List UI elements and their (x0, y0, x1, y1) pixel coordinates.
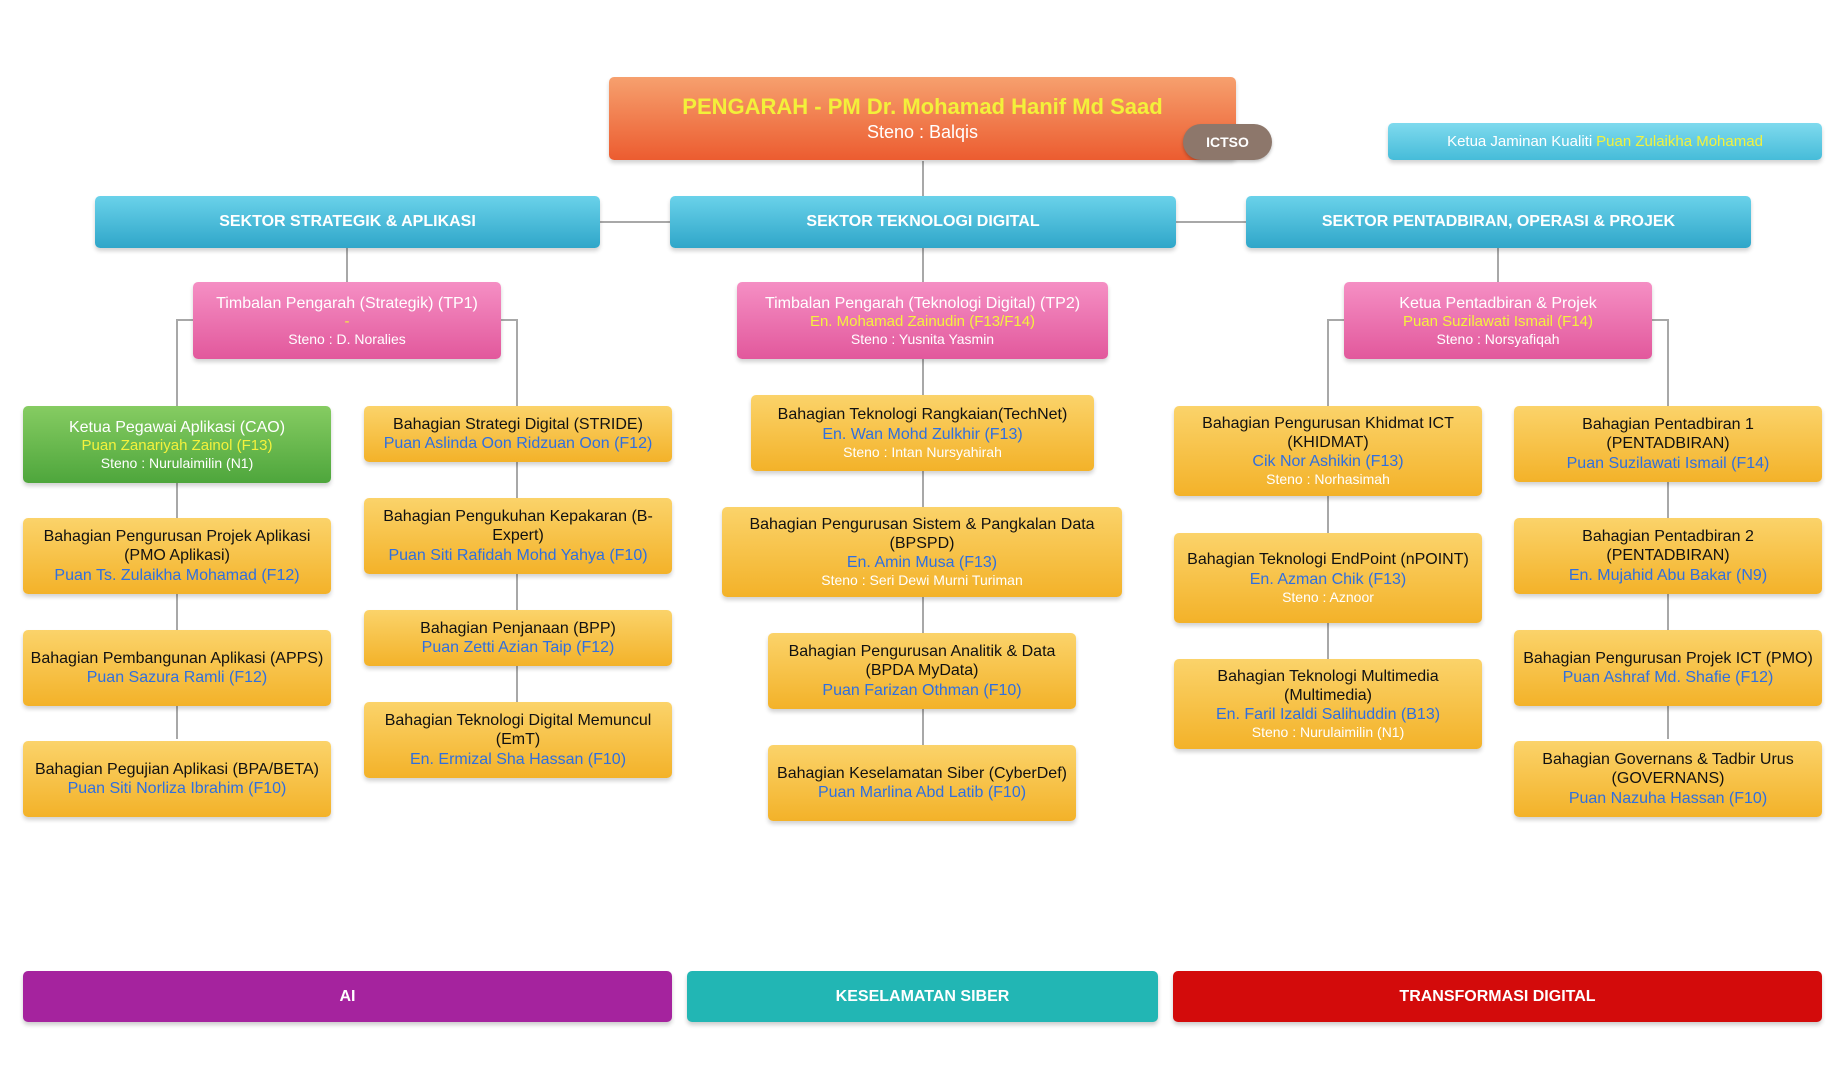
unit-box: Bahagian Pengurusan Projek Aplikasi (PMO… (23, 518, 331, 594)
unit-title: Bahagian Pengurusan Projek Aplikasi (PMO… (43, 528, 311, 565)
unit-head: Puan Marlina Abd Latib (F10) (817, 784, 1027, 801)
deputy-title: Ketua Pentadbiran & Projek (1399, 294, 1597, 312)
unit-box: Bahagian Teknologi Rangkaian(TechNet) En… (751, 395, 1094, 471)
unit-title: Bahagian Pengukuhan Kepakaran (B-Expert) (383, 508, 653, 545)
deputy-title: Timbalan Pengarah (Teknologi Digital) (T… (764, 294, 1081, 312)
unit-steno: Steno : Nurulaimilin (N1) (1251, 724, 1405, 741)
sector-pentadbiran: SEKTOR PENTADBIRAN, OPERASI & PROJEK (1246, 196, 1751, 248)
unit-box: Bahagian Teknologi EndPoint (nPOINT) En.… (1174, 533, 1482, 623)
unit-steno: Steno : Seri Dewi Murni Turiman (821, 572, 1023, 589)
quality-lead-box: Ketua Jaminan Kualiti Puan Zulaikha Moha… (1388, 123, 1822, 160)
unit-title: Bahagian Penjanaan (BPP) (420, 619, 616, 637)
unit-title: Bahagian Governans & Tadbir Urus (GOVERN… (1542, 751, 1794, 788)
unit-head: Puan Nazuha Hassan (F10) (1568, 789, 1768, 807)
unit-title: Bahagian Pengurusan Projek ICT (PMO) (1523, 649, 1813, 667)
unit-title: Bahagian Teknologi Multimedia (Multimedi… (1217, 667, 1439, 704)
unit-head: Puan Ashraf Md. Shafie (F12) (1562, 669, 1774, 686)
unit-head: En. Ermizal Sha Hassan (F10) (409, 750, 627, 768)
unit-title: Bahagian Pengurusan Analitik & Data (BPD… (788, 643, 1056, 680)
unit-head: Puan Farizan Othman (F10) (822, 681, 1022, 699)
unit-box: Bahagian Pentadbiran 2 (PENTADBIRAN) En.… (1514, 518, 1822, 594)
unit-box-cao: Ketua Pegawai Aplikasi (CAO) Puan Zanari… (23, 406, 331, 483)
unit-title: Bahagian Pengurusan Sistem & Pangkalan D… (749, 515, 1095, 552)
unit-title: Bahagian Pentadbiran 1 (PENTADBIRAN) (1582, 416, 1754, 453)
unit-title: Ketua Pegawai Aplikasi (CAO) (68, 418, 286, 436)
footer-keselamatan-siber: KESELAMATAN SIBER (687, 971, 1158, 1022)
unit-box: Bahagian Pengurusan Sistem & Pangkalan D… (722, 507, 1122, 597)
deputy-box-1: Timbalan Pengarah (Strategik) (TP1) - St… (193, 282, 501, 359)
unit-box: Bahagian Pengukuhan Kepakaran (B-Expert)… (364, 498, 672, 574)
unit-title: Bahagian Teknologi Digital Memuncul (EmT… (384, 712, 652, 749)
unit-box: Bahagian Governans & Tadbir Urus (GOVERN… (1514, 741, 1822, 817)
sector-strategik: SEKTOR STRATEGIK & APLIKASI (95, 196, 600, 248)
unit-box: Bahagian Penjanaan (BPP) Puan Zetti Azia… (364, 610, 672, 666)
unit-title: Bahagian Keselamatan Siber (CyberDef) (777, 764, 1067, 782)
unit-title: Bahagian Strategi Digital (STRIDE) (393, 415, 643, 433)
unit-box: Bahagian Pengurusan Khidmat ICT (KHIDMAT… (1174, 406, 1482, 496)
unit-box: Bahagian Pembangunan Aplikasi (APPS) Pua… (23, 630, 331, 706)
deputy-name: Puan Suzilawati Ismail (F14) (1402, 312, 1594, 330)
unit-box: Bahagian Keselamatan Siber (CyberDef) Pu… (768, 745, 1076, 821)
deputy-steno: Steno : Norsyafiqah (1436, 330, 1560, 347)
unit-head: Puan Zanariyah Zainol (F13) (81, 436, 273, 454)
unit-head: Cik Nor Ashikin (F13) (1252, 453, 1404, 471)
unit-box: Bahagian Teknologi Multimedia (Multimedi… (1174, 659, 1482, 749)
unit-title: Bahagian Pentadbiran 2 (PENTADBIRAN) (1582, 528, 1754, 565)
unit-head: Puan Siti Norliza Ibrahim (F10) (67, 780, 287, 797)
unit-head: Puan Zetti Azian Taip (F12) (421, 639, 615, 656)
unit-head: Puan Ts. Zulaikha Mohamad (F12) (54, 566, 300, 584)
quality-lead-label: Ketua Jaminan Kualiti (1447, 132, 1593, 150)
unit-title: Bahagian Pegujian Aplikasi (BPA/BETA) (34, 760, 319, 778)
deputy-box-3: Ketua Pentadbiran & Projek Puan Suzilawa… (1344, 282, 1652, 359)
footer-ai: AI (23, 971, 672, 1022)
deputy-steno: Steno : Yusnita Yasmin (850, 330, 995, 347)
unit-title: Bahagian Pengurusan Khidmat ICT (KHIDMAT… (1202, 414, 1454, 451)
unit-head: En. Faril Izaldi Salihuddin (B13) (1215, 706, 1441, 724)
unit-title: Bahagian Pembangunan Aplikasi (APPS) (30, 649, 324, 667)
unit-head: Puan Suzilawati Ismail (F14) (1566, 454, 1770, 472)
unit-steno: Steno : Norhasimah (1266, 471, 1390, 488)
unit-head: En. Amin Musa (F13) (846, 554, 998, 572)
unit-box: Bahagian Pentadbiran 1 (PENTADBIRAN) Pua… (1514, 406, 1822, 482)
unit-head: Puan Sazura Ramli (F12) (86, 669, 268, 686)
unit-steno: Steno : Nurulaimilin (N1) (100, 454, 254, 471)
footer-transformasi-digital: TRANSFORMASI DIGITAL (1173, 971, 1822, 1022)
unit-title: Bahagian Teknologi Rangkaian(TechNet) (777, 406, 1068, 424)
unit-title: Bahagian Teknologi EndPoint (nPOINT) (1187, 551, 1469, 569)
unit-steno: Steno : Intan Nursyahirah (843, 443, 1002, 460)
deputy-box-2: Timbalan Pengarah (Teknologi Digital) (T… (737, 282, 1108, 359)
deputy-name: - (344, 312, 350, 330)
unit-box: Bahagian Strategi Digital (STRIDE) Puan … (364, 406, 672, 462)
deputy-title: Timbalan Pengarah (Strategik) (TP1) (216, 294, 478, 312)
director-steno: Steno : Balqis (866, 121, 979, 142)
unit-steno: Steno : Aznoor (1282, 588, 1374, 605)
unit-head: Puan Siti Rafidah Mohd Yahya (F10) (388, 546, 648, 564)
quality-lead-name: Puan Zulaikha Mohamad (1596, 132, 1763, 150)
unit-box: Bahagian Pegujian Aplikasi (BPA/BETA) Pu… (23, 741, 331, 817)
unit-head: En. Azman Chik (F13) (1249, 570, 1407, 588)
director-box: PENGARAH - PM Dr. Mohamad Hanif Md Saad … (609, 77, 1236, 160)
unit-box: Bahagian Pengurusan Projek ICT (PMO) Pua… (1514, 630, 1822, 706)
deputy-name: En. Mohamad Zainudin (F13/F14) (809, 312, 1036, 330)
unit-box: Bahagian Teknologi Digital Memuncul (EmT… (364, 702, 672, 778)
unit-head: Puan Aslinda Oon Ridzuan Oon (F12) (383, 435, 653, 452)
sector-teknologi: SEKTOR TEKNOLOGI DIGITAL (670, 196, 1176, 248)
deputy-steno: Steno : D. Noralies (288, 330, 406, 347)
ictso-badge: ICTSO (1183, 124, 1272, 160)
unit-head: En. Mujahid Abu Bakar (N9) (1568, 566, 1768, 584)
director-title: PENGARAH - PM Dr. Mohamad Hanif Md Saad (682, 93, 1163, 119)
unit-head: En. Wan Mohd Zulkhir (F13) (822, 425, 1023, 443)
unit-box: Bahagian Pengurusan Analitik & Data (BPD… (768, 633, 1076, 709)
